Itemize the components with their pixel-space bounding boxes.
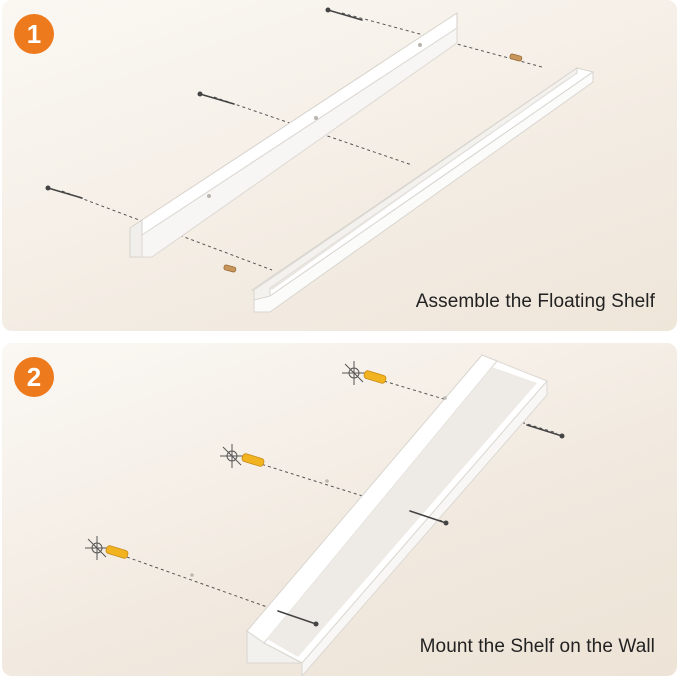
step-1-panel: 1 Assemble the Floating Shelf	[2, 0, 677, 331]
step-2-panel: 2 Mount the Shelf on the Wall	[2, 343, 677, 676]
step-caption: Assemble the Floating Shelf	[415, 291, 655, 312]
step-number-badge: 1	[14, 14, 54, 54]
step-caption: Mount the Shelf on the Wall	[419, 636, 655, 657]
mount-illustration	[85, 354, 565, 676]
step-number-badge: 2	[14, 357, 54, 397]
assemble-illustration	[45, 7, 595, 313]
